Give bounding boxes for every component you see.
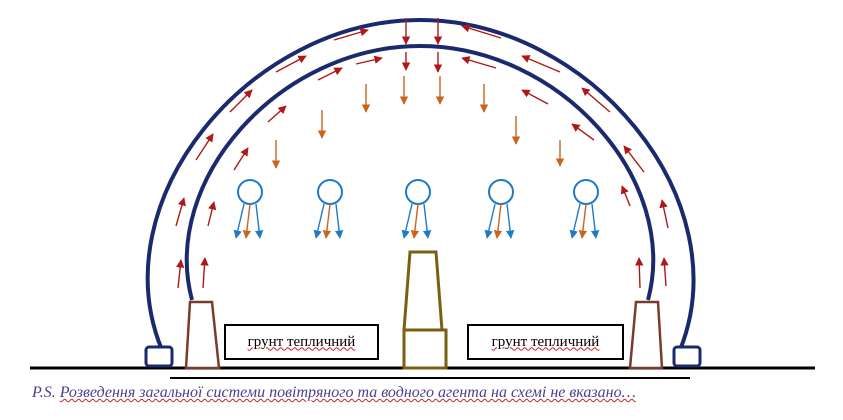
air-flow-arrow-icon xyxy=(175,197,186,227)
outer-arch xyxy=(145,17,696,351)
sprinklers xyxy=(233,179,600,239)
air-flow-arrow-icon xyxy=(195,133,214,161)
air-flow-arrow-icon xyxy=(355,55,383,65)
spray-arrow xyxy=(254,203,264,239)
spray-arrow xyxy=(334,203,344,239)
spray-arrow xyxy=(484,203,496,239)
air-flow-arrow-icon xyxy=(581,87,611,113)
air-heater-right xyxy=(628,300,664,370)
spray-arrow xyxy=(493,203,503,239)
air-flow-arrow-icon xyxy=(521,55,561,73)
air-flow-arrow-icon xyxy=(275,55,307,73)
foundation-block-left xyxy=(144,345,174,368)
air-flow-arrow-icon xyxy=(623,145,645,173)
air-flow-arrow-icon xyxy=(660,257,669,287)
air-flow-arrow-icon xyxy=(659,199,669,229)
air-flow-arrow-icon xyxy=(333,28,369,41)
air-flow-arrow-icon xyxy=(620,185,631,207)
top-down-arrows xyxy=(401,18,443,73)
air-flow-arrow-icon xyxy=(317,67,343,81)
spray-arrow xyxy=(233,203,245,239)
air-flow-arrow-icon xyxy=(461,24,502,39)
sprinkler-icon xyxy=(401,179,432,239)
air-flow-arrow-icon xyxy=(200,257,209,289)
warm-air-arrows xyxy=(271,76,565,169)
inner-arch xyxy=(184,43,656,301)
sprinkler-icon xyxy=(233,179,264,239)
sprinkler-icon xyxy=(484,179,515,239)
spray-arrow xyxy=(322,203,332,239)
air-flow-arrow-icon xyxy=(461,56,497,69)
footnote: P.S. Розведення загальної системи повітр… xyxy=(32,384,636,402)
spray-arrow xyxy=(578,203,588,239)
air-flow-arrow-icon xyxy=(207,201,217,227)
soil-label-right: грунт тепличний xyxy=(467,324,624,360)
sprinkler-icon xyxy=(313,179,344,239)
air-flow-arrow-icon xyxy=(233,147,249,171)
air-flow-arrow-icon xyxy=(176,259,185,289)
air-flow-arrow-icon xyxy=(571,123,595,141)
spray-arrow xyxy=(422,203,432,239)
central-column-base xyxy=(402,328,448,370)
spray-arrow xyxy=(313,203,325,239)
air-flow-arrow-icon xyxy=(267,105,287,123)
footnote-text: Розведення загальної системи повітряного… xyxy=(59,384,636,401)
air-heater-left xyxy=(184,300,221,370)
air-flow-arrows xyxy=(175,24,669,289)
air-flow-arrow-icon xyxy=(635,257,644,289)
spray-arrow xyxy=(410,203,420,239)
foundation-block-right xyxy=(672,345,702,368)
sprinkler-icon xyxy=(569,179,600,239)
spray-arrow xyxy=(590,203,600,239)
air-flow-arrow-icon xyxy=(229,89,253,113)
spray-arrow xyxy=(401,203,413,239)
spray-arrow xyxy=(242,203,252,239)
spray-arrow xyxy=(505,203,515,239)
air-flow-arrow-icon xyxy=(521,89,549,105)
footnote-prefix: P.S. xyxy=(32,384,56,401)
spray-arrow xyxy=(569,203,581,239)
central-column-top xyxy=(402,250,444,332)
soil-label-left: грунт тепличний xyxy=(224,324,379,360)
